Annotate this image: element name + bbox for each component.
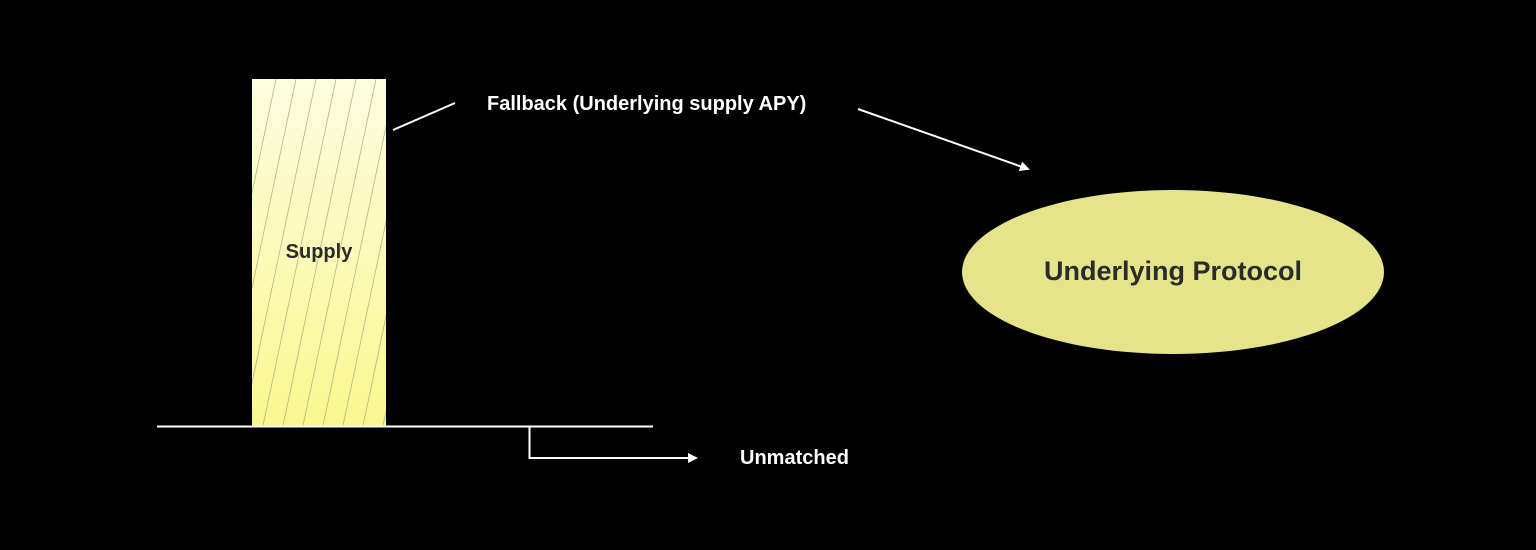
- unmatched-arrow: [528, 427, 698, 463]
- supply-hatch: [252, 79, 386, 426]
- underlying-protocol-label: Underlying Protocol: [1043, 256, 1303, 286]
- supply-label: Supply: [285, 241, 353, 263]
- unmatched-label: Unmatched: [740, 447, 849, 469]
- fallback-arrow: [857, 108, 1030, 172]
- fallback-label: Fallback (Underlying supply APY): [487, 93, 807, 115]
- supply-block: [252, 79, 386, 426]
- underlying-protocol-node: [962, 190, 1384, 354]
- fallback-connector: [392, 102, 456, 131]
